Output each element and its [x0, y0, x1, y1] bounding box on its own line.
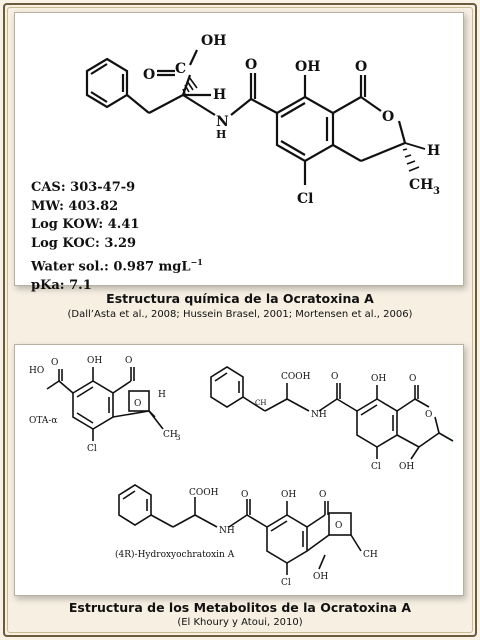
svg-text:NH: NH [219, 526, 235, 536]
svg-text:Cl: Cl [371, 462, 381, 472]
svg-text:H: H [158, 390, 166, 400]
svg-text:O: O [51, 358, 58, 368]
svg-text:CH: CH [363, 550, 378, 560]
cas-number: CAS: 303-47-9 [31, 180, 136, 195]
svg-text:Cl: Cl [281, 578, 291, 588]
svg-text:OH: OH [371, 374, 386, 384]
ch2-bond [126, 94, 150, 114]
svg-text:OH: OH [87, 356, 102, 366]
svg-text:O: O [355, 59, 367, 75]
svg-text:CH: CH [163, 430, 178, 440]
ochratoxin-structure-panel: OH O C H N H O OH O O H CH 3 Cl CAS: 303… [14, 12, 464, 293]
ota-alpha-structure [46, 367, 164, 441]
svg-text:H: H [213, 87, 226, 103]
isocoumarin-benzene-ring [275, 95, 335, 163]
ch3-label: CH [409, 177, 433, 193]
svg-text:O: O [409, 374, 416, 384]
oh-label-acid: OH [201, 33, 226, 49]
svg-text:CH: CH [255, 399, 266, 407]
svg-text:O: O [134, 399, 141, 409]
figure2-caption: Estructura de los Metabolitos de la Ocra… [68, 600, 412, 615]
figure1-caption: Estructura química de la Ocratoxina A [106, 291, 374, 306]
svg-text:Cl: Cl [87, 444, 97, 454]
svg-text:C: C [175, 61, 186, 77]
molecular-weight: MW: 403.82 [31, 198, 119, 214]
alpha-bond [148, 94, 184, 114]
svg-text:H: H [427, 143, 440, 159]
svg-text:OH: OH [399, 462, 414, 472]
ota-alpha-label: OTA-α [29, 416, 58, 426]
svg-text:O: O [125, 356, 132, 366]
nh-label: N [216, 114, 229, 130]
c-oh-bond [189, 49, 198, 66]
oh-label-phenol: OH [295, 59, 320, 75]
hydroxy-label: (4R)-Hydroxyochratoxin A [115, 549, 235, 560]
svg-text:HO: HO [29, 366, 44, 376]
ring-o-label: O [382, 109, 394, 125]
lactone-ring [332, 96, 362, 114]
svg-text:OH: OH [313, 572, 328, 582]
svg-text:O: O [241, 490, 248, 500]
svg-text:COOH: COOH [189, 488, 219, 498]
svg-text:3: 3 [433, 186, 440, 197]
o-label-acid: O [143, 67, 155, 83]
svg-text:OH: OH [281, 490, 296, 500]
properties-list: CAS: 303-47-9 MW: 403.82 Log KOW: 4.41 L… [31, 179, 203, 295]
pka: pKa: 7.1 [31, 277, 92, 293]
hydroxyochratoxin-structure [118, 484, 362, 575]
figure1-citation: (Dall’Asta et al., 2008; Hussein Brasel,… [67, 309, 413, 320]
phenyl-ring [85, 57, 129, 109]
svg-text:O: O [425, 410, 432, 420]
n-bond [182, 94, 216, 116]
svg-text:3: 3 [176, 434, 180, 442]
svg-text:COOH: COOH [281, 372, 311, 382]
log-koc: Log KOC: 3.29 [31, 235, 137, 251]
cl-label: Cl [297, 191, 313, 207]
svg-text:H: H [216, 128, 226, 141]
ochratoxin-a-structure: OH O C H N H O OH O O H CH 3 Cl [85, 33, 440, 207]
log-kow: Log KOW: 4.41 [31, 217, 140, 232]
svg-text:O: O [245, 57, 257, 73]
svg-text:O: O [335, 521, 342, 531]
svg-text:O: O [319, 490, 326, 500]
svg-text:NH: NH [311, 410, 327, 420]
hydroxy-metabolite-structure [210, 366, 454, 460]
svg-text:O: O [331, 372, 338, 382]
water-solubility: Water sol.: 0.987 mgL−1 [31, 257, 203, 275]
figure2-citation: (El Khoury y Atoui, 2010) [177, 617, 303, 628]
